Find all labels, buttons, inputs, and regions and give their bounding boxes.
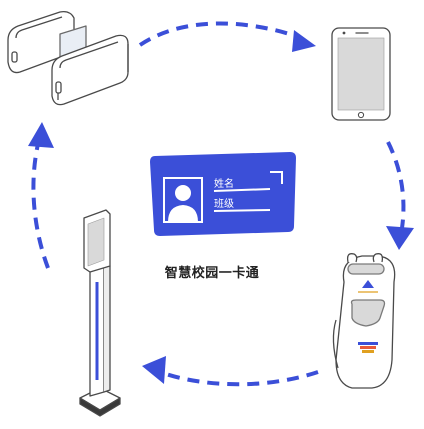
arrow-robot-to-terminal — [165, 370, 319, 387]
card-field-name: 姓名 — [214, 177, 234, 190]
arrowhead-gate — [28, 122, 54, 148]
avatar-body — [168, 205, 198, 222]
arrowheads — [28, 30, 414, 384]
turnstile-gate-icon — [7, 10, 129, 106]
robot-logo-icon — [362, 280, 374, 288]
arrow-terminal-to-gate — [31, 143, 50, 269]
arrowhead-robot — [386, 226, 414, 250]
face-recognition-terminal-icon — [79, 209, 121, 417]
avatar-head — [175, 185, 191, 201]
id-card-icon: 姓名 班级 — [150, 152, 296, 236]
arrow-gate-to-phone — [138, 21, 297, 47]
robot-kiosk-icon — [332, 253, 396, 389]
arrowhead-phone — [292, 30, 316, 52]
cycle-arrows — [31, 21, 406, 387]
arrowhead-terminal — [142, 356, 166, 384]
diagram-caption: 智慧校园一卡通 — [164, 266, 260, 281]
arrow-phone-to-robot — [386, 141, 406, 229]
smartphone-icon — [331, 27, 391, 121]
card-field-class: 班级 — [214, 198, 234, 210]
